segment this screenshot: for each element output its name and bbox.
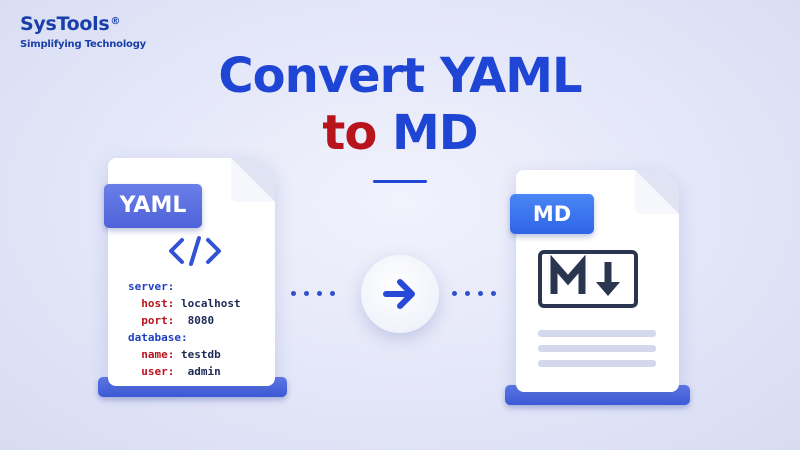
yaml-line: port: 8080 [141,314,215,327]
text-line [538,345,656,352]
yaml-label: YAML [104,184,202,228]
connector-dot [330,291,335,296]
title-md: MD [392,105,479,161]
yaml-line: database: [128,331,188,344]
yaml-line: server: [128,280,175,293]
title-line-2: to MD [0,104,800,162]
yaml-document: YAML server: host: localhost port: 8080 … [104,158,275,386]
brand-logo: SysTools® Simplifying Technology [20,13,146,50]
arrow-right-icon [383,279,415,309]
md-document: MD [510,170,679,392]
connector-dot [465,291,470,296]
yaml-code-snippet: server: host: localhost port: 8080 datab… [128,278,241,380]
connector-dot [452,291,457,296]
brand-tagline: Simplifying Technology [20,39,147,50]
connector-dot [317,291,322,296]
connector-dot [304,291,309,296]
yaml-line: name: testdb [141,348,221,361]
title-underline [373,180,427,183]
connector-dot [491,291,496,296]
registered-mark: ® [110,16,121,27]
md-label: MD [510,194,594,234]
markdown-icon [538,250,638,308]
code-brackets-icon [169,236,221,266]
yaml-line: host: localhost [141,297,241,310]
page-title: Convert YAML to MD [0,48,800,162]
yaml-line: user: admin [141,365,221,378]
page-fold-icon [635,170,679,214]
connector-dot [478,291,483,296]
convert-arrow [361,255,439,333]
text-line [538,330,656,337]
page-fold-icon [231,158,275,202]
text-line [538,360,656,367]
brand-name: SysTools® [20,13,121,35]
connector-dot [291,291,296,296]
title-line-1: Convert YAML [218,48,582,104]
title-to: to [322,105,377,161]
